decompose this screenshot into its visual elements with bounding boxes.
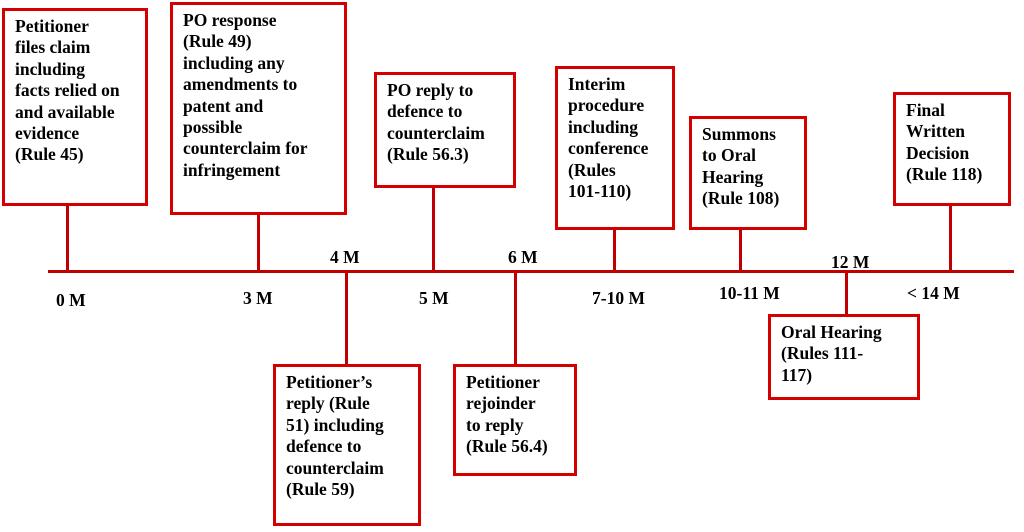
connector-final-decision <box>949 204 952 272</box>
event-final-decision: Final Written Decision (Rule 118) <box>893 92 1011 206</box>
tick-label-4m: 4 M <box>330 247 360 267</box>
tick-label-14m: < 14 M <box>907 283 960 303</box>
timeline-axis <box>48 270 1014 273</box>
event-petitioner-claim: Petitioner files claim including facts r… <box>2 8 148 206</box>
tick-label-0m: 0 M <box>56 290 86 310</box>
connector-po-response <box>257 213 260 272</box>
tick-label-12m: 12 M <box>831 252 870 272</box>
tick-label-3m: 3 M <box>243 288 273 308</box>
event-interim-procedure: Interim procedure including conference (… <box>555 66 675 230</box>
connector-oral-hearing <box>845 270 848 316</box>
connector-po-reply <box>432 186 435 272</box>
event-petitioner-reply: Petitioner’s reply (Rule 51) including d… <box>273 364 421 526</box>
tick-label-5m: 5 M <box>419 288 449 308</box>
event-po-response: PO response (Rule 49) including any amen… <box>170 2 347 215</box>
tick-label-6m: 6 M <box>508 247 538 267</box>
event-po-reply: PO reply to defence to counterclaim (Rul… <box>374 72 516 188</box>
connector-petitioner-claim <box>66 204 69 272</box>
tick-label-7-10m: 7-10 M <box>592 288 645 308</box>
connector-summons <box>739 228 742 272</box>
event-summons: Summons to Oral Hearing (Rule 108) <box>689 116 807 230</box>
connector-petitioner-reply <box>345 270 348 366</box>
connector-interim-procedure <box>613 228 616 272</box>
tick-label-10-11m: 10-11 M <box>719 283 780 303</box>
event-oral-hearing: Oral Hearing (Rules 111- 117) <box>768 314 920 400</box>
event-petitioner-rejoinder: Petitioner rejoinder to reply (Rule 56.4… <box>453 364 577 476</box>
connector-petitioner-rejoinder <box>514 270 517 366</box>
